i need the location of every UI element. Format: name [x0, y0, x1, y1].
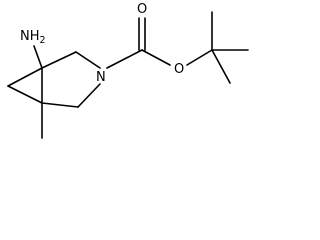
bond-c1-c6 [7, 67, 43, 87]
ester-oxygen-label: O [174, 62, 184, 77]
bond-c2-n3 [75, 51, 101, 69]
bond-ester-o-tert-c [186, 49, 213, 66]
bond-c4-c5 [41, 102, 79, 108]
bond-n3-c4 [77, 83, 101, 108]
carbonyl-oxygen-label: O [137, 2, 147, 17]
bond-c1-c2 [41, 51, 77, 69]
bond-n3-carbonyl-c [106, 49, 143, 69]
ring-nitrogen-label: N [96, 70, 106, 85]
amine-hydrogen-count: 2 [40, 35, 46, 46]
atom-labels: NH2 N O O [20, 2, 184, 85]
amine-nitrogen-symbol: N [20, 29, 30, 44]
bond-c6-c5 [7, 85, 43, 104]
amine-hydrogen-symbol: H [30, 29, 40, 44]
bond-lines [7, 11, 249, 139]
chemical-structure-diagram: NH2 N O O [7, 2, 249, 139]
bond-carbonyl-c-ester-o [141, 49, 171, 66]
amine-group-label: NH2 [20, 29, 46, 46]
bond-tert-c-methyl-down [211, 49, 231, 84]
bond-c1-n-amine [33, 45, 43, 69]
